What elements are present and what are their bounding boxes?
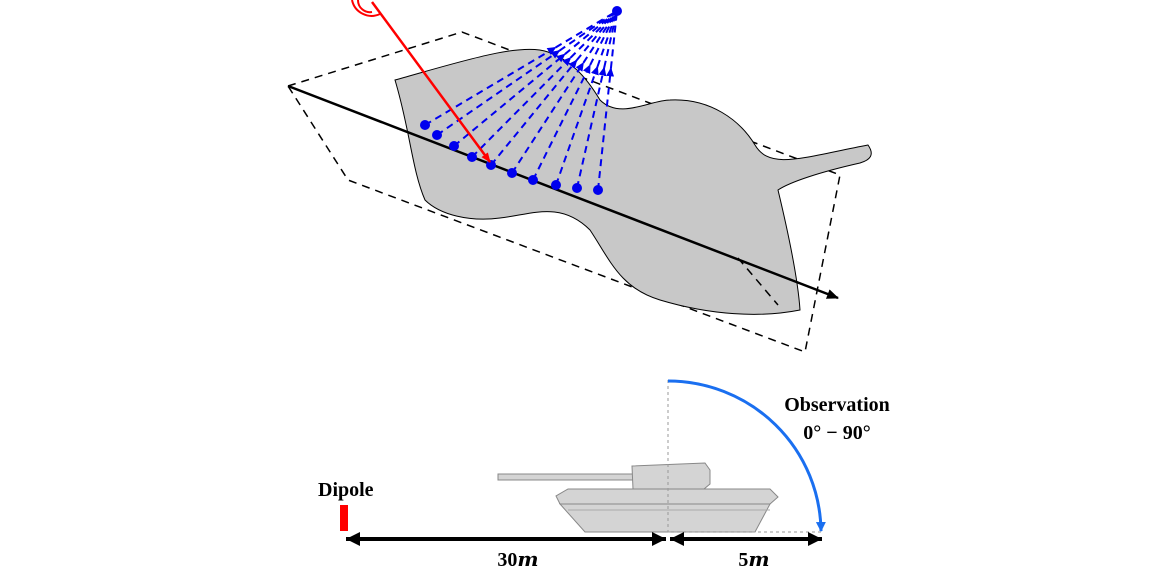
dipole-label: Dipole	[318, 479, 374, 501]
scattered-ray	[532, 64, 592, 181]
scattered-ray	[555, 65, 599, 186]
scattered-ray-tail	[575, 10, 618, 61]
sampling-axis-arrow	[287, 84, 839, 300]
observation-arc	[667, 379, 826, 532]
measurement-geometry: Dipole Observation 0° − 90°	[318, 379, 890, 571]
plane-edge-dashed	[737, 257, 779, 306]
distance-arrow-tx	[346, 532, 666, 546]
surface-patch	[394, 48, 872, 315]
scattered-ray	[436, 49, 561, 136]
sample-point	[449, 141, 459, 151]
distance-arrow-obs	[670, 532, 822, 546]
incident-ray	[370, 1, 492, 163]
tank-icon	[497, 462, 779, 533]
transmitter-antenna-icon	[351, 0, 381, 17]
scattered-ray-tail	[603, 10, 618, 68]
sample-point	[507, 168, 517, 178]
sample-point	[551, 180, 561, 190]
dipole-icon	[340, 505, 348, 531]
sample-point	[432, 130, 442, 140]
scattered-ray-tail	[582, 10, 618, 64]
scattered-ray-tail	[569, 10, 618, 59]
observation-range: 0° − 90°	[803, 422, 870, 444]
distance-label-obs: 5m	[738, 547, 769, 571]
sample-point	[528, 175, 538, 185]
scattered-ray-tail	[609, 10, 618, 69]
scattered-ray	[490, 59, 578, 166]
distance-label-tx: 30m	[497, 547, 538, 571]
scattered-ray	[424, 46, 557, 126]
sample-point	[572, 183, 582, 193]
sample-point	[593, 185, 603, 195]
scattered-ray	[511, 62, 585, 174]
reference-plane	[286, 31, 841, 354]
sample-point	[420, 120, 430, 130]
sample-point	[467, 152, 477, 162]
scattered-ray-tail	[596, 10, 618, 68]
sample-point	[486, 160, 496, 170]
scattered-ray	[576, 66, 607, 189]
scattered-ray	[597, 67, 615, 191]
observation-title: Observation	[784, 394, 890, 416]
receiver-point	[612, 6, 622, 16]
scattered-ray-tail	[589, 10, 618, 66]
scattered-rays	[420, 10, 618, 195]
scattering-illustration	[286, 0, 872, 354]
